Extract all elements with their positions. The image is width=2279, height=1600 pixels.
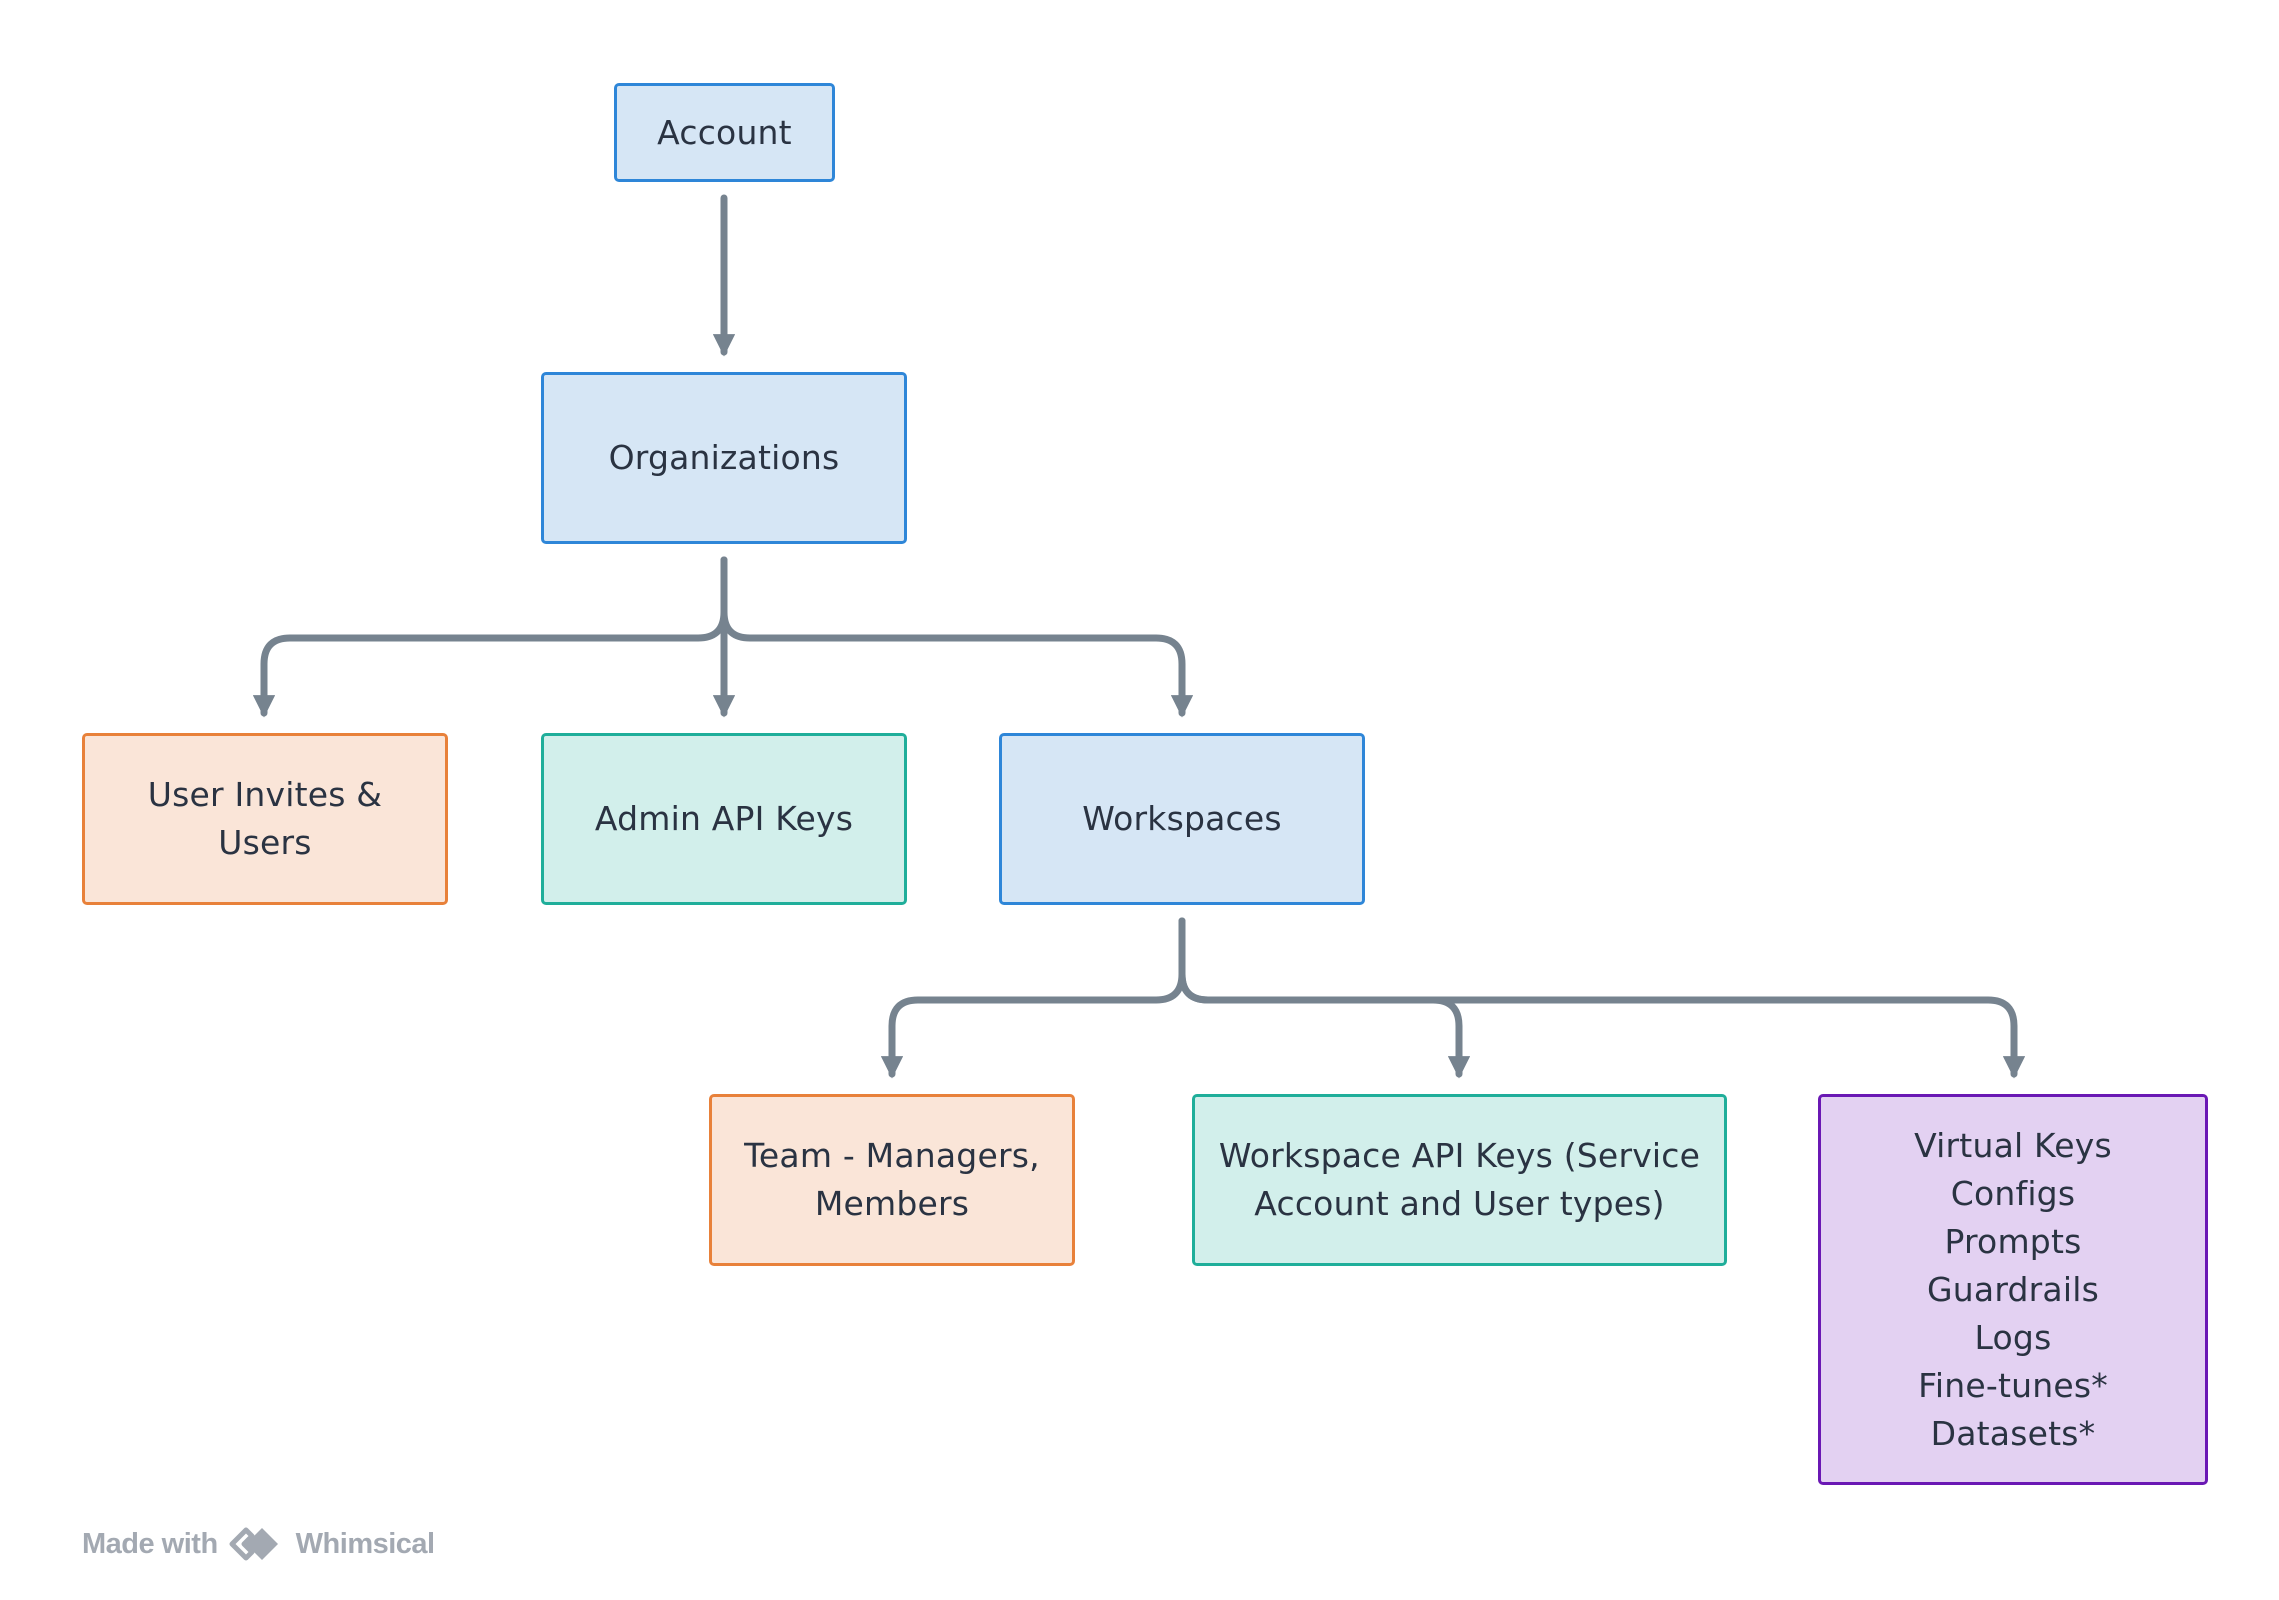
node-label-line: Logs xyxy=(1974,1317,2052,1357)
node-user-invites-users-label: User Invites & Users xyxy=(148,771,383,867)
node-label-line: Workspace API Keys (Service xyxy=(1218,1136,1701,1175)
made-with-whimsical-badge[interactable]: Made with Whimsical xyxy=(82,1524,435,1564)
edge-organizations-users xyxy=(252,556,728,718)
node-label-line: Account xyxy=(657,112,792,152)
node-admin-api-keys-label: Admin API Keys xyxy=(595,795,853,843)
edge-workspaces-resources xyxy=(1178,917,2026,1079)
node-label-line: Virtual Keys xyxy=(1914,1125,2112,1165)
node-organizations[interactable]: Organizations xyxy=(541,372,907,544)
node-label-line: Configs xyxy=(1950,1173,2076,1213)
node-label-line: Admin API Keys xyxy=(594,799,854,838)
node-label-line: Workspaces xyxy=(1082,799,1282,838)
node-team[interactable]: Team - Managers, Members xyxy=(709,1094,1075,1266)
edge-organizations-workspaces xyxy=(720,556,1194,718)
node-label-line: Fine-tunes* xyxy=(1918,1365,2108,1405)
node-organizations-label: Organizations xyxy=(609,434,840,482)
node-label-line: Datasets* xyxy=(1930,1413,2096,1453)
node-admin-api-keys[interactable]: Admin API Keys xyxy=(541,733,907,905)
node-label-line: Organizations xyxy=(608,438,840,477)
node-account[interactable]: Account xyxy=(614,83,835,182)
node-label-line: Guardrails xyxy=(1927,1269,2099,1309)
node-account-label: Account xyxy=(657,109,792,157)
node-workspaces-label: Workspaces xyxy=(1082,795,1282,843)
node-label-line: Members xyxy=(814,1184,970,1223)
whimsical-logo-icon xyxy=(228,1524,286,1564)
node-team-label: Team - Managers, Members xyxy=(744,1132,1040,1228)
node-user-invites-users[interactable]: User Invites & Users xyxy=(82,733,448,905)
node-label-line: Account and User types) xyxy=(1254,1184,1665,1223)
whimsical-brand-label: Whimsical xyxy=(295,1527,435,1560)
edge-workspaces-team xyxy=(880,917,1186,1079)
made-with-label: Made with xyxy=(82,1527,218,1560)
node-label-line: Team - Managers, xyxy=(744,1136,1040,1175)
node-label-line: User Invites & xyxy=(147,775,383,814)
node-label-line: Prompts xyxy=(1944,1221,2082,1261)
node-label-line: Users xyxy=(218,823,312,862)
node-workspaces[interactable]: Workspaces xyxy=(999,733,1365,905)
